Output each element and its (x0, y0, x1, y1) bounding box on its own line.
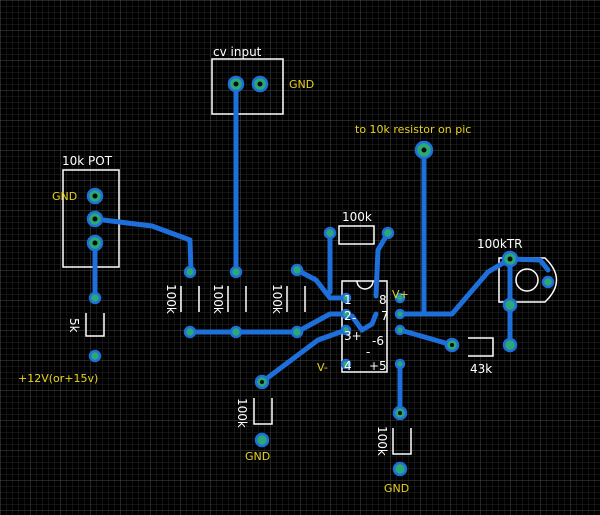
r100k-top-label: 100k (342, 210, 372, 224)
pot-title-label: 10k POT (62, 154, 113, 168)
trimmer-label: 100kTR (477, 237, 523, 251)
pad-r3-top[interactable] (290, 263, 304, 277)
trace-pin2-pin7 (349, 311, 379, 333)
pad-rtop-right[interactable] (381, 226, 395, 240)
to-resistor-label: to 10k resistor on pic (355, 123, 471, 136)
trace-top-res-right (373, 230, 391, 299)
ic-pin-5-label: +5 (369, 359, 387, 373)
r100k-right-body (392, 428, 412, 455)
pad-5k-top[interactable] (88, 291, 102, 305)
ic-minus-a-label: - (352, 311, 356, 325)
r100k-1-body (180, 286, 200, 312)
ic-pin-3-label: 3+ (344, 329, 362, 343)
pad-rlow-bottom[interactable] (254, 432, 270, 448)
r5k-label: 5k (67, 318, 81, 333)
pad-ic-4[interactable] (340, 358, 352, 370)
r100k-1-label: 100k (164, 284, 178, 314)
vminus-label: V- (317, 361, 328, 374)
ic-notch (356, 280, 374, 290)
r5k-body (85, 313, 105, 337)
pad-tr-43k[interactable] (502, 337, 518, 353)
gnd-pot-label: GND (52, 190, 77, 203)
pad-r1-top[interactable] (183, 265, 197, 279)
trace-res-bottom (187, 311, 349, 335)
trimmer-wiper (515, 268, 539, 292)
cv-input-label: cv input (213, 45, 262, 59)
trace-pin6-43k (397, 327, 455, 348)
ic-pin-7-label: 7 (381, 309, 389, 323)
r43k-label: 43k (470, 362, 492, 376)
r100k-right-label: 100k (375, 426, 389, 456)
pads (86, 75, 555, 477)
pad-rright-bottom[interactable] (392, 461, 408, 477)
gnd-low-label: GND (245, 450, 270, 463)
pad-ic-6[interactable] (394, 324, 406, 336)
trace-pin7-trimmer (397, 256, 551, 317)
trimmer-body (498, 257, 558, 303)
r43k-body (468, 337, 494, 357)
silkscreen (62, 58, 558, 455)
pad-ic-1[interactable] (340, 292, 352, 304)
ic-pin-4-label: 4 (344, 359, 352, 373)
traces (92, 81, 551, 416)
ic-pin-8-label: 8 (379, 293, 387, 307)
trace-pot-wiper (92, 216, 194, 275)
ic-minus-b-label: - (366, 345, 370, 359)
r100k-low-body (253, 398, 273, 425)
pad-r2-top[interactable] (229, 265, 243, 279)
pad-r1-bottom[interactable] (183, 325, 197, 339)
ic-pin-6-label: -6 (372, 334, 384, 348)
r100k-top-body (338, 225, 375, 245)
vplus-label: V+ (392, 288, 409, 301)
gnd-right-label: GND (384, 482, 409, 495)
pad-r3-bottom[interactable] (290, 325, 304, 339)
r100k-2-body (227, 286, 247, 312)
pad-rtop-left[interactable] (323, 226, 337, 240)
pad-tr-end[interactable] (502, 297, 518, 313)
ic-outline (341, 280, 388, 373)
pot-outline (62, 169, 120, 268)
pad-ic-2[interactable] (340, 308, 352, 320)
pad-ic-7[interactable] (394, 308, 406, 320)
ic-pin-1-label: 1 (344, 293, 352, 307)
supply-label: +12V(or+15v) (18, 372, 98, 385)
pad-tr-side[interactable] (541, 275, 555, 289)
pad-ic-3[interactable] (340, 324, 352, 336)
ic-pin-2-label: 2 (344, 309, 352, 323)
pad-5k-bottom[interactable] (88, 349, 102, 363)
trace-ic-pin3 (259, 327, 349, 385)
r100k-3-body (286, 286, 306, 312)
pad-holes (92, 81, 513, 415)
gnd-cv-label: GND (289, 78, 314, 91)
r100k-3-label: 100k (270, 284, 284, 314)
r100k-2-label: 100k (211, 284, 225, 314)
pad-ic-8[interactable] (394, 292, 406, 304)
trace-ic-pin1 (294, 267, 349, 301)
r100k-low-label: 100k (235, 398, 249, 428)
pad-ic-5[interactable] (394, 358, 406, 370)
cv-input-outline (211, 58, 284, 115)
pad-r2-bottom[interactable] (229, 325, 243, 339)
